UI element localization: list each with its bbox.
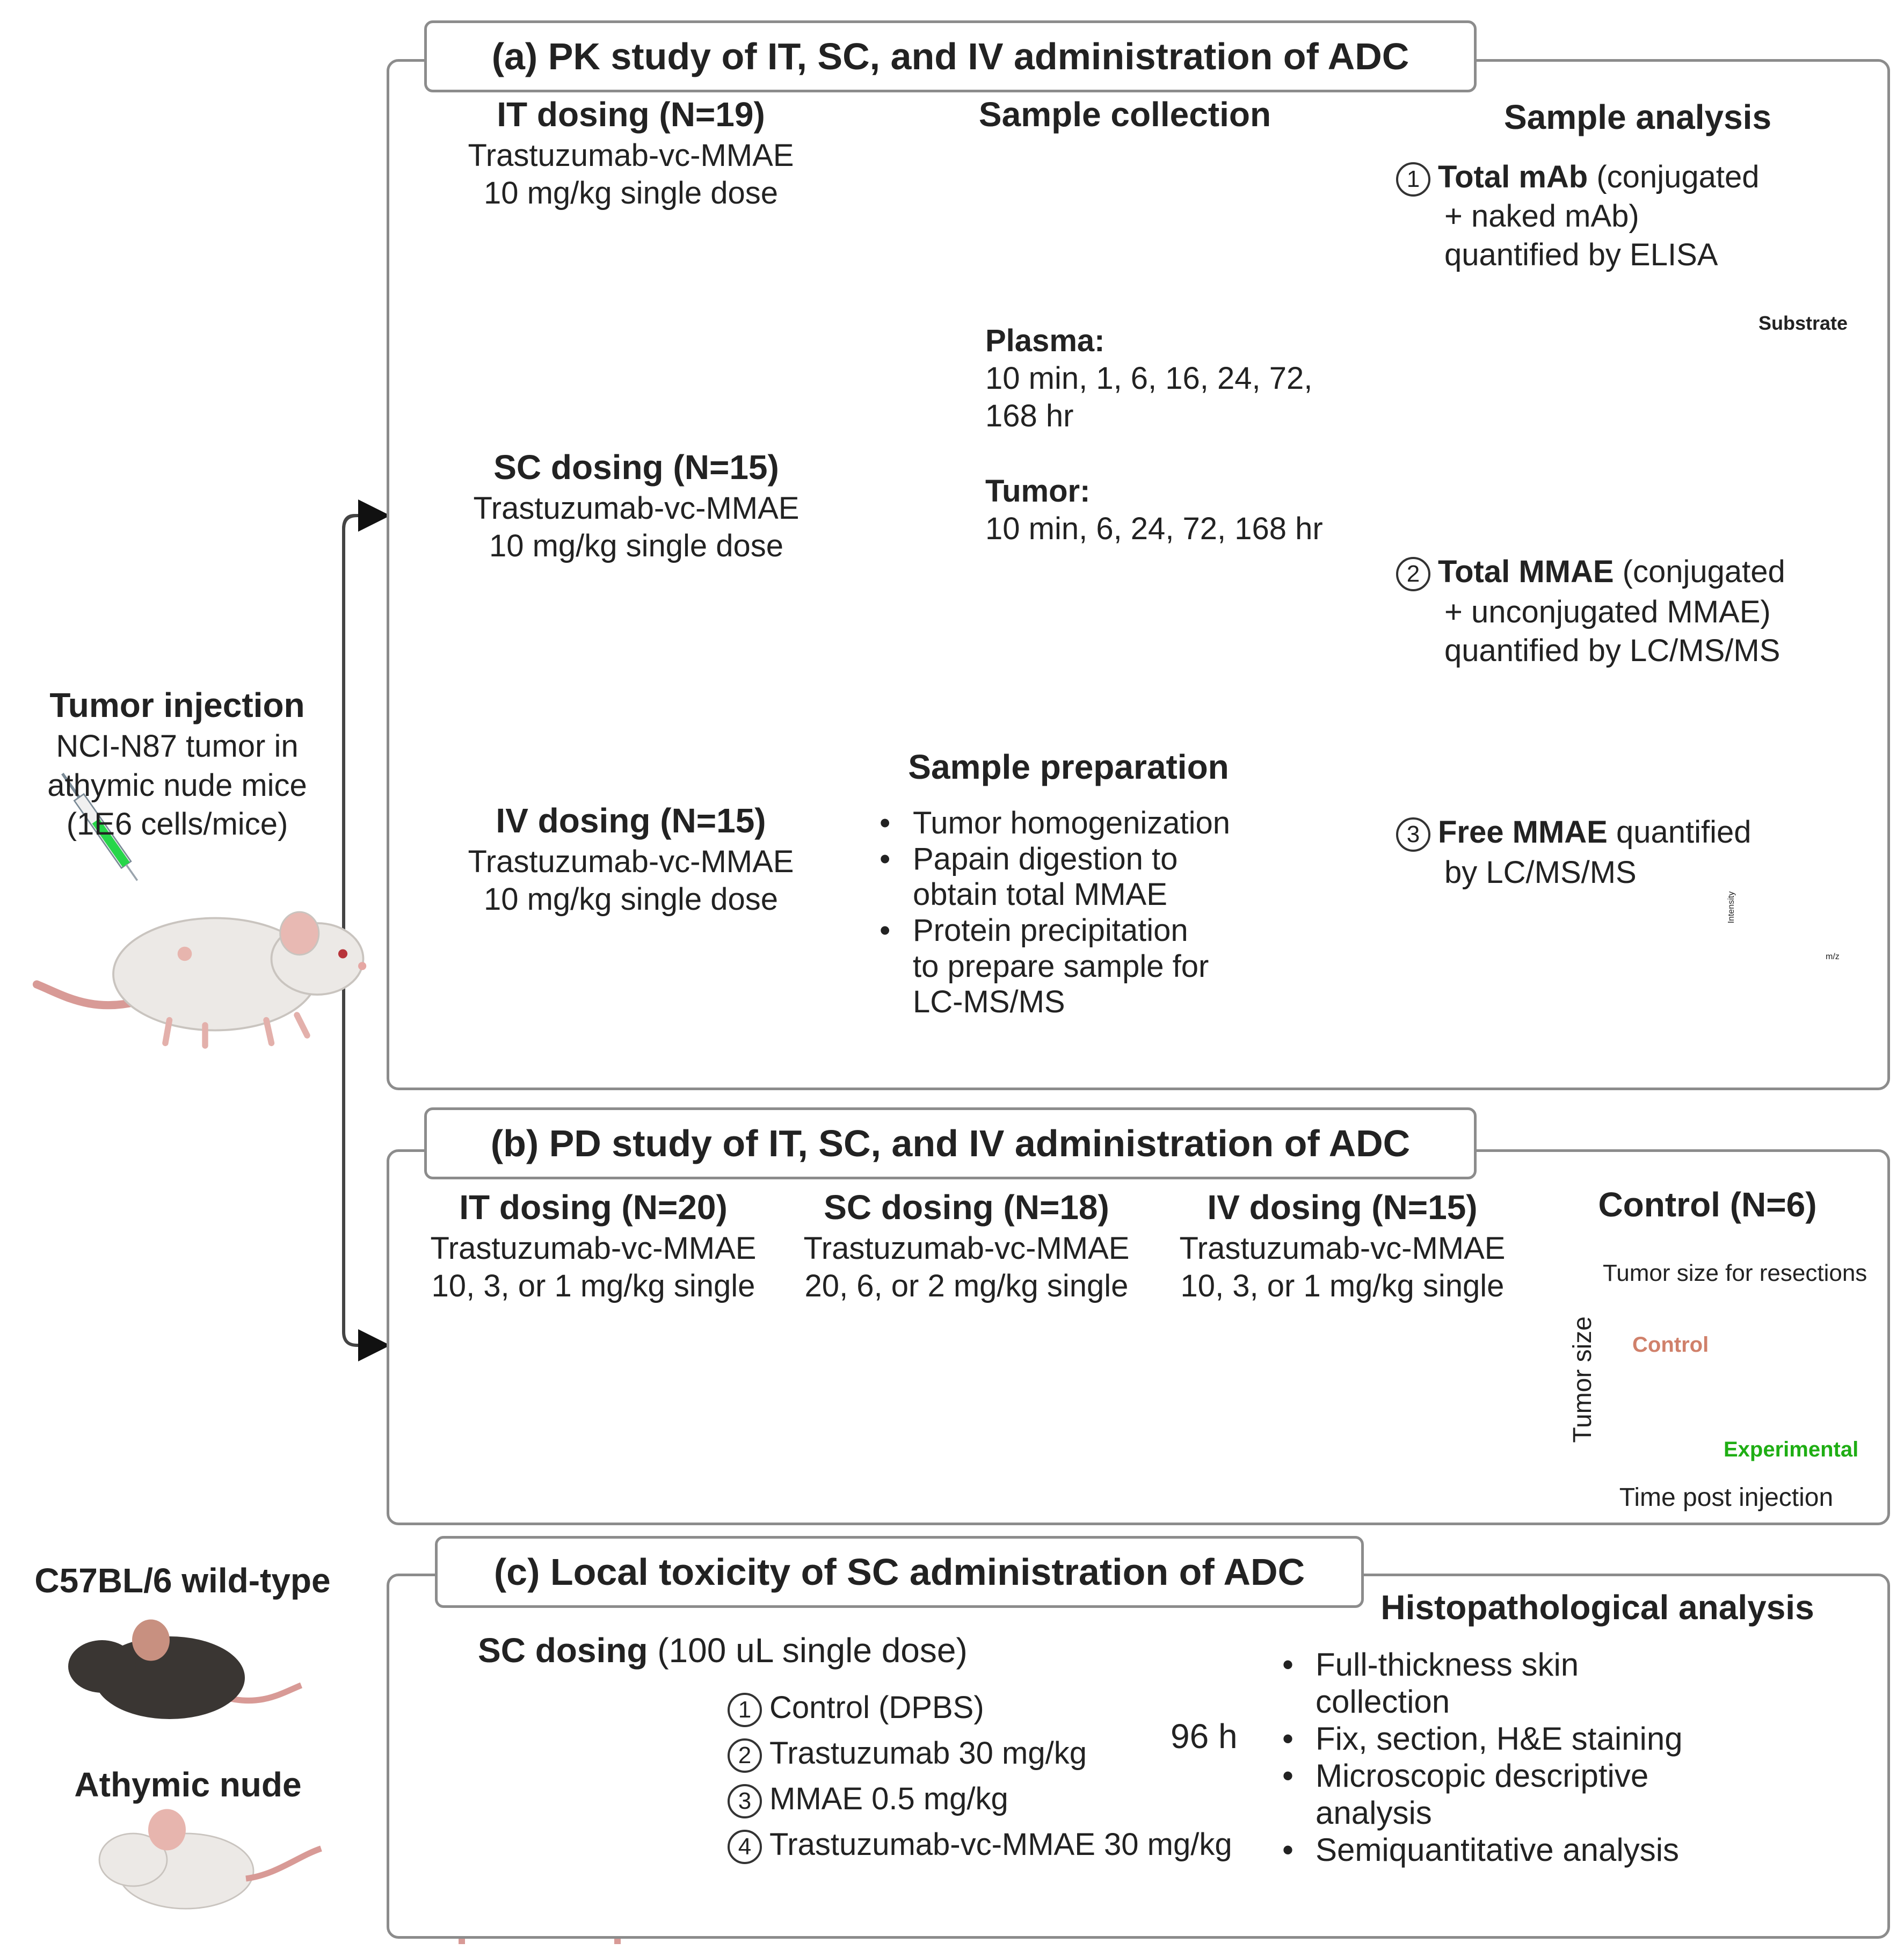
pd-sc-title: SC dosing (N=18) (824, 1188, 1109, 1227)
substrate-label: Substrate (1758, 312, 1848, 334)
analysis-1-line3: quantified by ELISA (1444, 237, 1718, 272)
pk-it-title: IT dosing (N=19) (497, 95, 765, 134)
analysis-2-line3: quantified by LC/MS/MS (1444, 633, 1781, 668)
prep-bullet-1: Tumor homogenization (875, 806, 1230, 842)
tumor-injection-line3: (1E6 cells/mice) (66, 807, 288, 842)
analysis-2-line2: + unconjugated MMAE) (1444, 595, 1771, 629)
histo-bullet-2: Fix, section, H&E staining (1278, 1720, 1683, 1757)
pd-iv-dose: 10, 3, or 1 mg/kg single (1180, 1269, 1505, 1303)
sample-preparation-list: Tumor homogenization Papain digestion to… (875, 806, 1230, 1020)
pk-it-dose: 10 mg/kg single dose (483, 176, 779, 211)
chart-threshold-label: Tumor size for resections (1603, 1260, 1867, 1286)
pd-iv-title: IV dosing (N=15) (1207, 1188, 1478, 1227)
tumor-injection-syringe (61, 772, 139, 881)
pk-it-drug: Trastuzumab-vc-MMAE (468, 138, 794, 173)
histo-title: Histopathological analysis (1380, 1588, 1814, 1627)
sample-preparation-title: Sample preparation (908, 748, 1229, 786)
tumor-injection-line1: NCI-N87 tumor in (56, 729, 299, 764)
plasma-times-2: 168 hr (985, 398, 1074, 433)
chart-control-label: Control (1632, 1333, 1709, 1357)
c57-mouse (68, 1619, 303, 1719)
analysis-1-line2: + naked mAb) (1444, 199, 1639, 234)
control-title: Control (N=6) (1598, 1185, 1817, 1224)
pk-sc-dose: 10 mg/kg single dose (489, 528, 784, 563)
plasma-times-1: 10 min, 1, 6, 16, 24, 72, (985, 361, 1313, 396)
pd-it-drug: Trastuzumab-vc-MMAE (430, 1231, 757, 1266)
analysis-2-number: 2 (1396, 556, 1430, 591)
histo-bullet-4: Semiquantitative analysis (1278, 1831, 1683, 1868)
sample-analysis-title: Sample analysis (1503, 98, 1772, 136)
analysis-3-number: 3 (1396, 817, 1430, 852)
pk-iv-drug: Trastuzumab-vc-MMAE (468, 844, 794, 879)
pk-iv-dose: 10 mg/kg single dose (483, 882, 779, 917)
tumor-injection-line2: athymic nude mice (47, 768, 307, 803)
pk-sc-title: SC dosing (N=15) (493, 448, 779, 487)
panel-b (387, 1149, 1890, 1525)
ms-y-label: Intensity (1727, 891, 1736, 924)
ms-x-label: m/z (1826, 952, 1840, 961)
tumor-label: Tumor: (985, 474, 1091, 509)
pd-sc-drug: Trastuzumab-vc-MMAE (803, 1231, 1130, 1266)
panel-a-title: (a) PK study of IT, SC, and IV administr… (424, 20, 1477, 92)
chart-x-label: Time post injection (1619, 1483, 1834, 1512)
tox-time-label: 96 h (1171, 1717, 1238, 1756)
pk-sc-drug: Trastuzumab-vc-MMAE (473, 491, 800, 526)
nude-mouse (98, 1809, 322, 1910)
chart-experimental-label: Experimental (1724, 1438, 1859, 1461)
analysis-3-line2: by LC/MS/MS (1444, 855, 1637, 890)
nude-label: Athymic nude (74, 1765, 302, 1804)
pd-it-title: IT dosing (N=20) (459, 1188, 728, 1227)
pd-iv-drug: Trastuzumab-vc-MMAE (1179, 1231, 1506, 1266)
chart-y-label: Tumor size (1568, 1316, 1597, 1443)
pd-sc-dose: 20, 6, or 2 mg/kg single (804, 1269, 1129, 1303)
pd-it-dose: 10, 3, or 1 mg/kg single (431, 1269, 755, 1303)
sc-tox-title: SC dosing (100 uL single dose) (478, 1631, 968, 1670)
tumor-injection-mouse (37, 912, 366, 1046)
sample-collection-title: Sample collection (978, 95, 1271, 134)
analysis-1-number: 1 (1396, 162, 1430, 197)
panel-b-title: (b) PD study of IT, SC, and IV administr… (424, 1107, 1477, 1179)
tumor-times: 10 min, 6, 24, 72, 168 hr (985, 511, 1323, 546)
plasma-label: Plasma: (985, 323, 1105, 358)
tumor-injection-title: Tumor injection (49, 686, 305, 724)
pk-iv-title: IV dosing (N=15) (496, 801, 766, 840)
panel-c-title: (c) Local toxicity of SC administration … (435, 1536, 1364, 1608)
c57-label: C57BL/6 wild-type (34, 1561, 331, 1600)
